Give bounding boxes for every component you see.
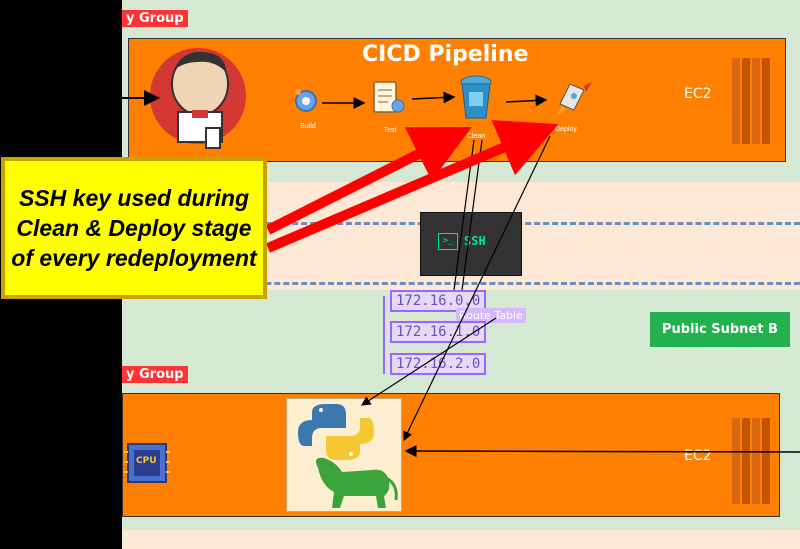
stage-label-deploy: Deploy [555, 126, 577, 133]
cpu-chip-label: CPU [136, 456, 157, 466]
jenkins-icon [150, 48, 246, 149]
test-to-clean-arrow [411, 91, 456, 104]
route-to-app-arrow [360, 317, 497, 406]
deploy-rocket-icon [556, 82, 592, 116]
app-band [122, 393, 780, 517]
subnet-boundary-lower [122, 282, 800, 285]
diagram-graphics [122, 48, 800, 508]
bottom-band [122, 530, 800, 549]
app-server-horse-icon [316, 457, 398, 508]
cpu-chip-icon [124, 443, 170, 483]
top-security-group-label: y Group [122, 10, 188, 27]
clean-to-ssh-line-2 [461, 139, 483, 291]
test-clipboard-icon [373, 81, 405, 113]
clean-to-deploy-arrow [505, 94, 548, 107]
bottom-security-group-label: y Group [122, 366, 188, 383]
stage-label-build: Build [300, 123, 316, 130]
ssh-key-callout: SSH key used during Clean & Deploy stage… [1, 157, 267, 299]
clean-to-ssh-line [453, 139, 475, 291]
ec2-to-app-arrow [404, 445, 800, 458]
route-ip-2: 172.16.1.0 [390, 321, 487, 343]
public-subnet-b-label: Public Subnet B [650, 312, 790, 347]
python-logo-icon [298, 404, 374, 460]
top-ec2-label: EC2 [684, 86, 712, 102]
route-ip-3: 172.16.2.0 [390, 353, 487, 375]
build-gear-icon [295, 89, 317, 112]
callout-text: SSH key used during Clean & Deploy stage… [11, 185, 257, 271]
route-table-label: Route Table [456, 308, 526, 323]
pipeline-title: CICD Pipeline [362, 42, 529, 67]
bottom-ec2-icon [732, 418, 770, 504]
top-ec2-icon [732, 58, 770, 144]
route-ip-1: 172.16.0.0 [390, 290, 487, 312]
clean-trash-icon [460, 75, 492, 119]
